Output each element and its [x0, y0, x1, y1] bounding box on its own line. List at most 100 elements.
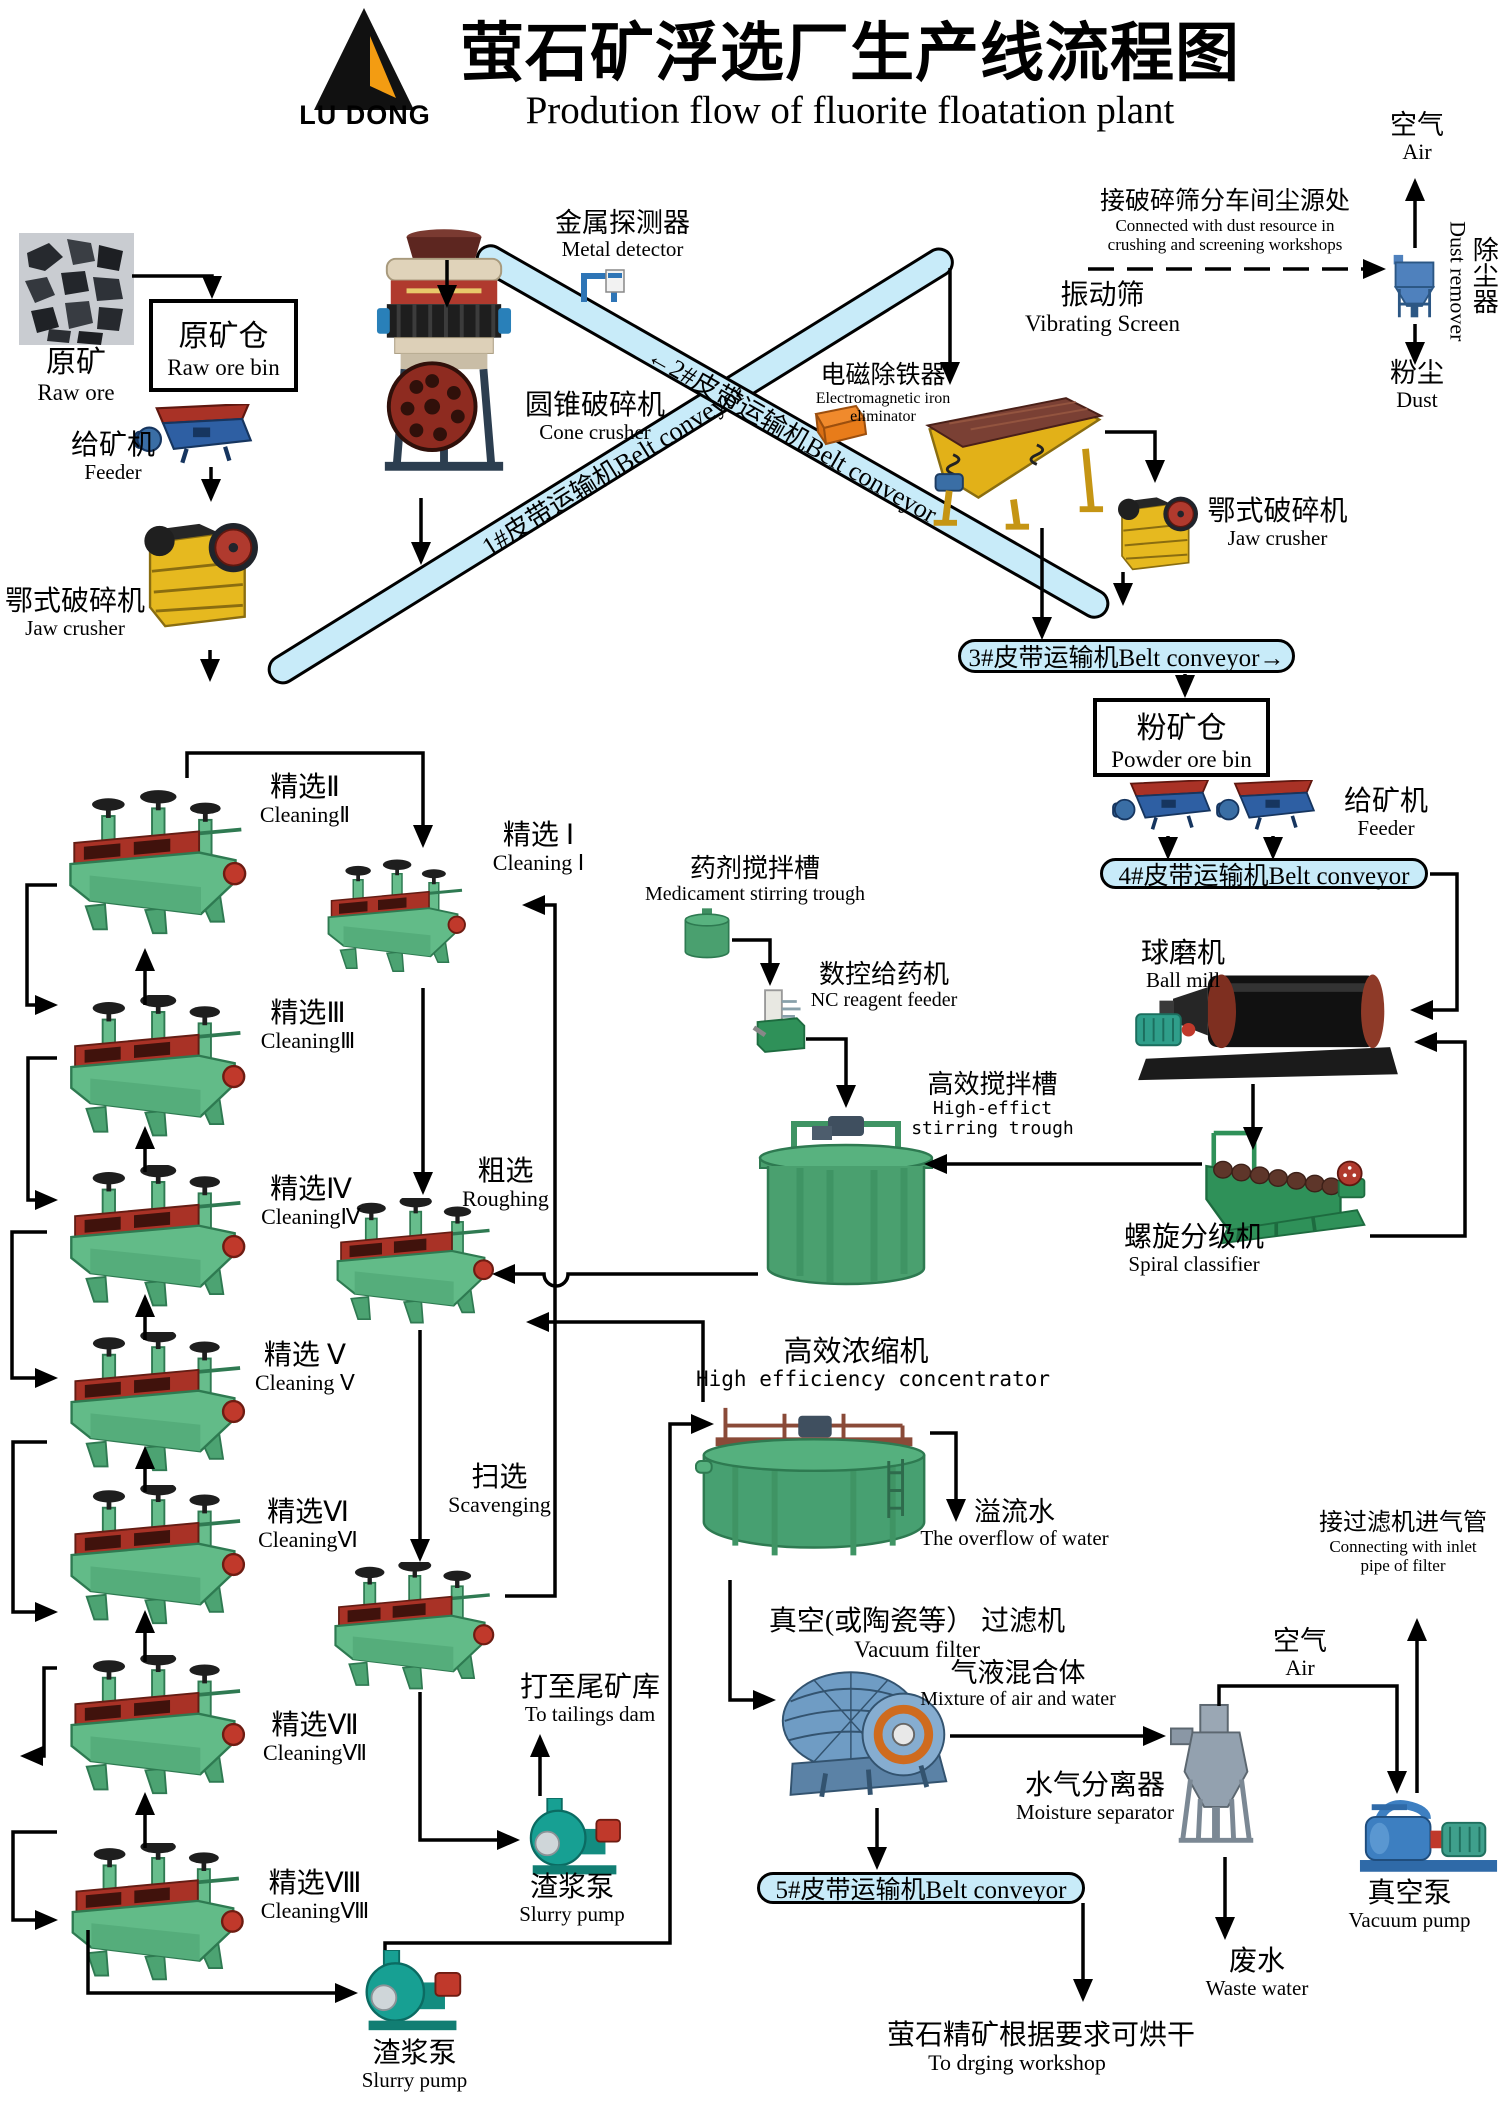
label-slurry-pump-mid: 渣浆泵 Slurry pump	[519, 1872, 625, 1927]
belt-conveyor-4-label: 4#皮带运输机Belt conveyor	[1118, 862, 1410, 890]
label-slurry-pump-bottom: 渣浆泵 Slurry pump	[361, 2038, 468, 2093]
logo-text: LU DONG	[299, 100, 431, 130]
feeder-right-a-image	[1111, 780, 1212, 832]
label-tailings-dam: 打至尾矿库 To tailings dam	[519, 1672, 660, 1727]
flotation-scavenging-image	[333, 1562, 496, 1691]
label-to-drying: 萤石精矿根据要求可烘干 To drging workshop	[887, 2020, 1196, 2076]
label-vacuum-filter: 真空(或陶瓷等） 过滤机 Vacuum filter	[768, 1606, 1066, 1663]
raw-ore-bin-box: 原矿仓 Raw ore bin	[149, 299, 298, 392]
label-concentrator: 高效浓缩机 High efficiency concentrator	[696, 1336, 1051, 1392]
label-scavenging: 扫选 Scavenging	[448, 1462, 551, 1518]
line-pump2-to-concentrator	[383, 1414, 714, 1950]
label-ball-mill: 球磨机 Ball mill	[1140, 938, 1225, 993]
label-spiral-classifier: 螺旋分级机 Spiral classifier	[1123, 1222, 1264, 1277]
flotation-cleaning5-image	[69, 1332, 246, 1473]
label-metal-detector: 金属探测器 Metal detector	[555, 208, 690, 262]
line-return-to-roughing	[526, 1312, 705, 1402]
label-medicament-trough: 药剂搅拌槽 Medicament stirring trough	[645, 854, 865, 906]
bracket-c7-c8	[11, 1830, 58, 1930]
label-vibrating-screen: 振动筛 Vibrating Screen	[1024, 280, 1181, 337]
dust-remover-image	[1392, 254, 1435, 319]
feeder-right-b-image	[1215, 780, 1316, 832]
jaw-crusher-left-image	[142, 521, 260, 628]
label-cone-crusher: 圆锥破碎机 Cone crusher	[524, 390, 665, 445]
slurry-pump-mid-image	[529, 1798, 622, 1876]
flotation-cleaning4-image	[69, 1165, 247, 1308]
label-feeder-right: 给矿机 Feeder	[1343, 786, 1428, 841]
label-cleaning5: 精选 Ⅴ Cleaning Ⅴ	[255, 1340, 355, 1396]
label-cleaning7: 精选Ⅶ CleaningⅦ	[262, 1710, 368, 1766]
line-cleaning8-to-pump2	[86, 1930, 358, 2003]
arrow-belt4-to-ballmill	[1410, 872, 1459, 1020]
label-he-stirring-trough: 高效搅拌槽 High-effict stirring trough	[911, 1070, 1074, 1140]
label-dust-source: 接破碎筛分车间尘源处 Connected with dust resource …	[1099, 188, 1350, 255]
label-cleaning2: 精选Ⅱ CleaningⅡ	[259, 772, 351, 828]
label-overflow: 溢流水 The overflow of water	[920, 1497, 1109, 1551]
flotation-cleaning3-image	[69, 995, 247, 1138]
belt-conveyor-5-pill: 5#皮带运输机Belt conveyor	[757, 1872, 1085, 1904]
bracket-c2-c3	[25, 883, 58, 1015]
bracket-c3-c4	[26, 1056, 58, 1210]
label-inlet-pipe: 接过滤机进气管 Connecting with inlet pipe of fi…	[1319, 1510, 1487, 1575]
bracket-c4-c5	[10, 1230, 58, 1388]
flotation-cleaning7-image	[69, 1655, 246, 1796]
label-mixture: 气液混合体 Mixture of air and water	[920, 1658, 1116, 1711]
label-jaw-crusher-right: 鄂式破碎机 Jaw crusher	[1207, 496, 1348, 551]
label-cleaning1: 精选 Ⅰ Cleaning Ⅰ	[492, 820, 585, 876]
medicament-trough-image	[684, 907, 730, 959]
he-stirring-trough-image	[760, 1116, 932, 1284]
cone-crusher-image	[377, 229, 511, 471]
line-concentrator-to-filter	[728, 1580, 776, 1710]
belt-conveyor-3-pill: 3#皮带运输机Belt conveyor→	[958, 639, 1295, 673]
label-nc-reagent-feeder: 数控给药机 NC reagent feeder	[810, 960, 958, 1012]
label-dust-remover-zh: 除尘器	[1469, 236, 1499, 314]
belt-conveyor-1	[267, 247, 954, 685]
label-waste-water: 废水 Waste water	[1205, 1946, 1309, 2001]
powder-ore-bin-zh: 粉矿仓	[1136, 711, 1227, 745]
label-cleaning3: 精选Ⅲ CleaningⅢ	[260, 998, 356, 1054]
label-cleaning6: 精选Ⅵ CleaningⅥ	[258, 1497, 358, 1553]
jaw-crusher-right-image	[1116, 495, 1200, 571]
label-air-bottom: 空气 Air	[1273, 1626, 1327, 1681]
powder-ore-bin-box: 粉矿仓 Powder ore bin	[1093, 698, 1270, 777]
label-roughing: 粗选 Roughing	[462, 1156, 549, 1212]
arrow-screen-to-jawR	[1105, 430, 1165, 483]
arrow-nc-to-hetrough	[806, 1037, 856, 1108]
label-raw-ore: 原矿 Raw ore	[37, 346, 115, 405]
flotation-cleaning1-image	[326, 857, 467, 974]
belt-conveyor-4-pill: 4#皮带运输机Belt conveyor	[1100, 858, 1428, 890]
arrow-medtrough-to-nc	[732, 938, 780, 986]
label-feeder-top: 给矿机 Feeder	[70, 430, 155, 485]
raw-ore-photo	[19, 233, 134, 345]
label-air-top: 空气 Air	[1390, 110, 1444, 165]
flotation-cleaning6-image	[69, 1485, 246, 1626]
line-hetrough-to-roughing	[492, 1264, 758, 1288]
bracket-c5-c6	[11, 1440, 58, 1622]
label-dust-remover-en: Dust remover	[1445, 221, 1471, 342]
arrow-classifier-return-ballmill	[1370, 1032, 1467, 1238]
concentrator-image	[696, 1408, 924, 1556]
vacuum-pump-image	[1360, 1804, 1497, 1871]
belt-conveyor-5-label: 5#皮带运输机Belt conveyor	[775, 1877, 1067, 1904]
powder-ore-bin-en: Powder ore bin	[1111, 746, 1252, 772]
label-moisture-separator: 水气分离器 Moisture separator	[1015, 1770, 1175, 1825]
flow-connectors	[10, 178, 1467, 2003]
raw-ore-bin-zh: 原矿仓	[178, 319, 269, 353]
nc-reagent-feeder-image	[754, 990, 804, 1052]
line-scavenging-to-slurrypump	[418, 1692, 520, 1850]
metal-detector-image	[584, 270, 624, 302]
bracket-c6-c7	[20, 1666, 57, 1766]
page-title-zh: 萤石矿浮选厂生产线流程图	[460, 18, 1240, 89]
raw-ore-bin-en: Raw ore bin	[167, 354, 280, 380]
label-iron-eliminator: 电磁除铁器 Electromagnetic iron eliminator	[815, 362, 951, 425]
label-cleaning4: 精选Ⅳ CleaningⅣ	[261, 1174, 361, 1230]
arrow-rawore-to-bin	[132, 274, 222, 299]
page-title-en: Prodution flow of fluorite floatation pl…	[525, 89, 1175, 132]
belt-conveyor-3-label: 3#皮带运输机Belt conveyor→	[968, 645, 1285, 672]
arrow-concentrator-overflow	[930, 1431, 966, 1522]
label-cleaning8: 精选Ⅷ CleaningⅧ	[260, 1868, 370, 1924]
label-jaw-crusher-left: 鄂式破碎机 Jaw crusher	[4, 586, 145, 641]
flotation-cleaning8-image	[70, 1843, 245, 1982]
